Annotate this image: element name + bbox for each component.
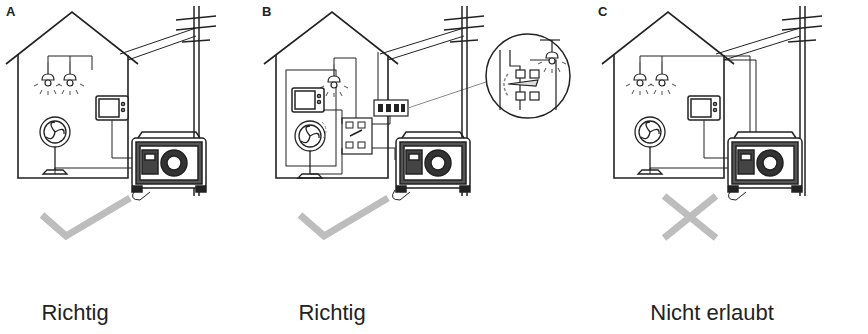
verdict-text: Richtig bbox=[298, 300, 365, 326]
panel-letter: C bbox=[598, 4, 607, 19]
panel-letter: A bbox=[6, 4, 15, 19]
panel-letter: B bbox=[262, 4, 271, 19]
verdict-text: Richtig bbox=[41, 300, 108, 326]
verdict-text: Nicht erlaubt bbox=[650, 300, 774, 326]
